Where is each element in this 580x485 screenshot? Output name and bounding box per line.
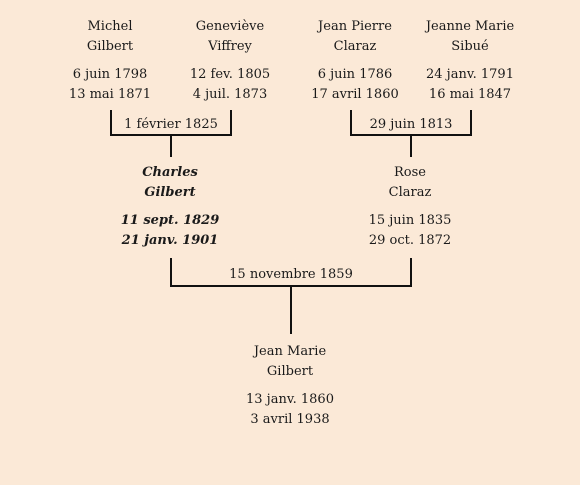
person-death-date: 16 mai 1847 — [428, 87, 512, 102]
person-birth-date: 24 janv. 1791 — [426, 67, 514, 82]
person-birth-date: 13 janv. 1860 — [246, 392, 334, 407]
person-death-date: 29 oct. 1872 — [368, 233, 452, 248]
person-rose-claraz: Rose Claraz 15 juin 1835 29 oct. 1872 — [350, 163, 470, 251]
person-death-date: 3 avril 1938 — [250, 412, 330, 427]
person-birth-date: 6 juin 1798 — [72, 67, 148, 82]
person-charles-gilbert: Charles Gilbert 11 sept. 1829 21 janv. 1… — [110, 163, 230, 251]
person-death-date: 4 juil. 1873 — [192, 87, 268, 102]
person-birth-date: 12 fev. 1805 — [189, 67, 271, 82]
connector-line — [170, 285, 412, 287]
person-given-name: Michel — [87, 19, 133, 34]
connector-line — [470, 110, 472, 136]
person-birth-date: 6 juin 1786 — [317, 67, 393, 82]
connector-line — [230, 110, 232, 136]
person-given-name: Jean Marie — [253, 344, 327, 359]
person-jeanne-marie-sibue: Jeanne Marie Sibué 24 janv. 1791 16 mai … — [415, 17, 525, 105]
person-given-name: Rose — [394, 165, 426, 180]
marriage-date-parents: 15 novembre 1859 — [229, 267, 353, 282]
person-birth-date: 15 juin 1835 — [368, 213, 452, 228]
person-surname: Claraz — [388, 185, 432, 200]
connector-line — [110, 134, 232, 136]
marriage-date-maternal: 29 juin 1813 — [369, 117, 453, 132]
connector-line — [410, 258, 412, 287]
person-death-date: 21 janv. 1901 — [121, 233, 219, 248]
connector-line — [350, 134, 472, 136]
connector-line — [410, 136, 412, 157]
person-given-name: Jean Pierre — [318, 19, 392, 34]
person-surname: Viffrey — [208, 39, 252, 54]
marriage-date-paternal: 1 février 1825 — [124, 117, 218, 132]
person-surname: Gilbert — [144, 185, 196, 200]
person-jean-marie-gilbert: Jean Marie Gilbert 13 janv. 1860 3 avril… — [220, 342, 360, 430]
person-death-date: 17 avril 1860 — [311, 87, 399, 102]
connector-line — [290, 287, 292, 334]
person-death-date: 13 mai 1871 — [68, 87, 152, 102]
person-genevieve-viffrey: Geneviève Viffrey 12 fev. 1805 4 juil. 1… — [175, 17, 285, 105]
person-jean-pierre-claraz: Jean Pierre Claraz 6 juin 1786 17 avril … — [295, 17, 415, 105]
person-surname: Sibué — [451, 39, 489, 54]
person-surname: Gilbert — [266, 364, 314, 379]
connector-line — [170, 258, 172, 287]
person-surname: Claraz — [333, 39, 377, 54]
connector-line — [170, 136, 172, 157]
connector-line — [110, 110, 112, 136]
person-surname: Gilbert — [86, 39, 134, 54]
person-given-name: Charles — [142, 165, 198, 180]
person-birth-date: 11 sept. 1829 — [120, 213, 220, 228]
connector-line — [350, 110, 352, 136]
person-michel-gilbert: Michel Gilbert 6 juin 1798 13 mai 1871 — [55, 17, 165, 105]
person-given-name: Geneviève — [195, 19, 265, 34]
person-given-name: Jeanne Marie — [425, 19, 515, 34]
